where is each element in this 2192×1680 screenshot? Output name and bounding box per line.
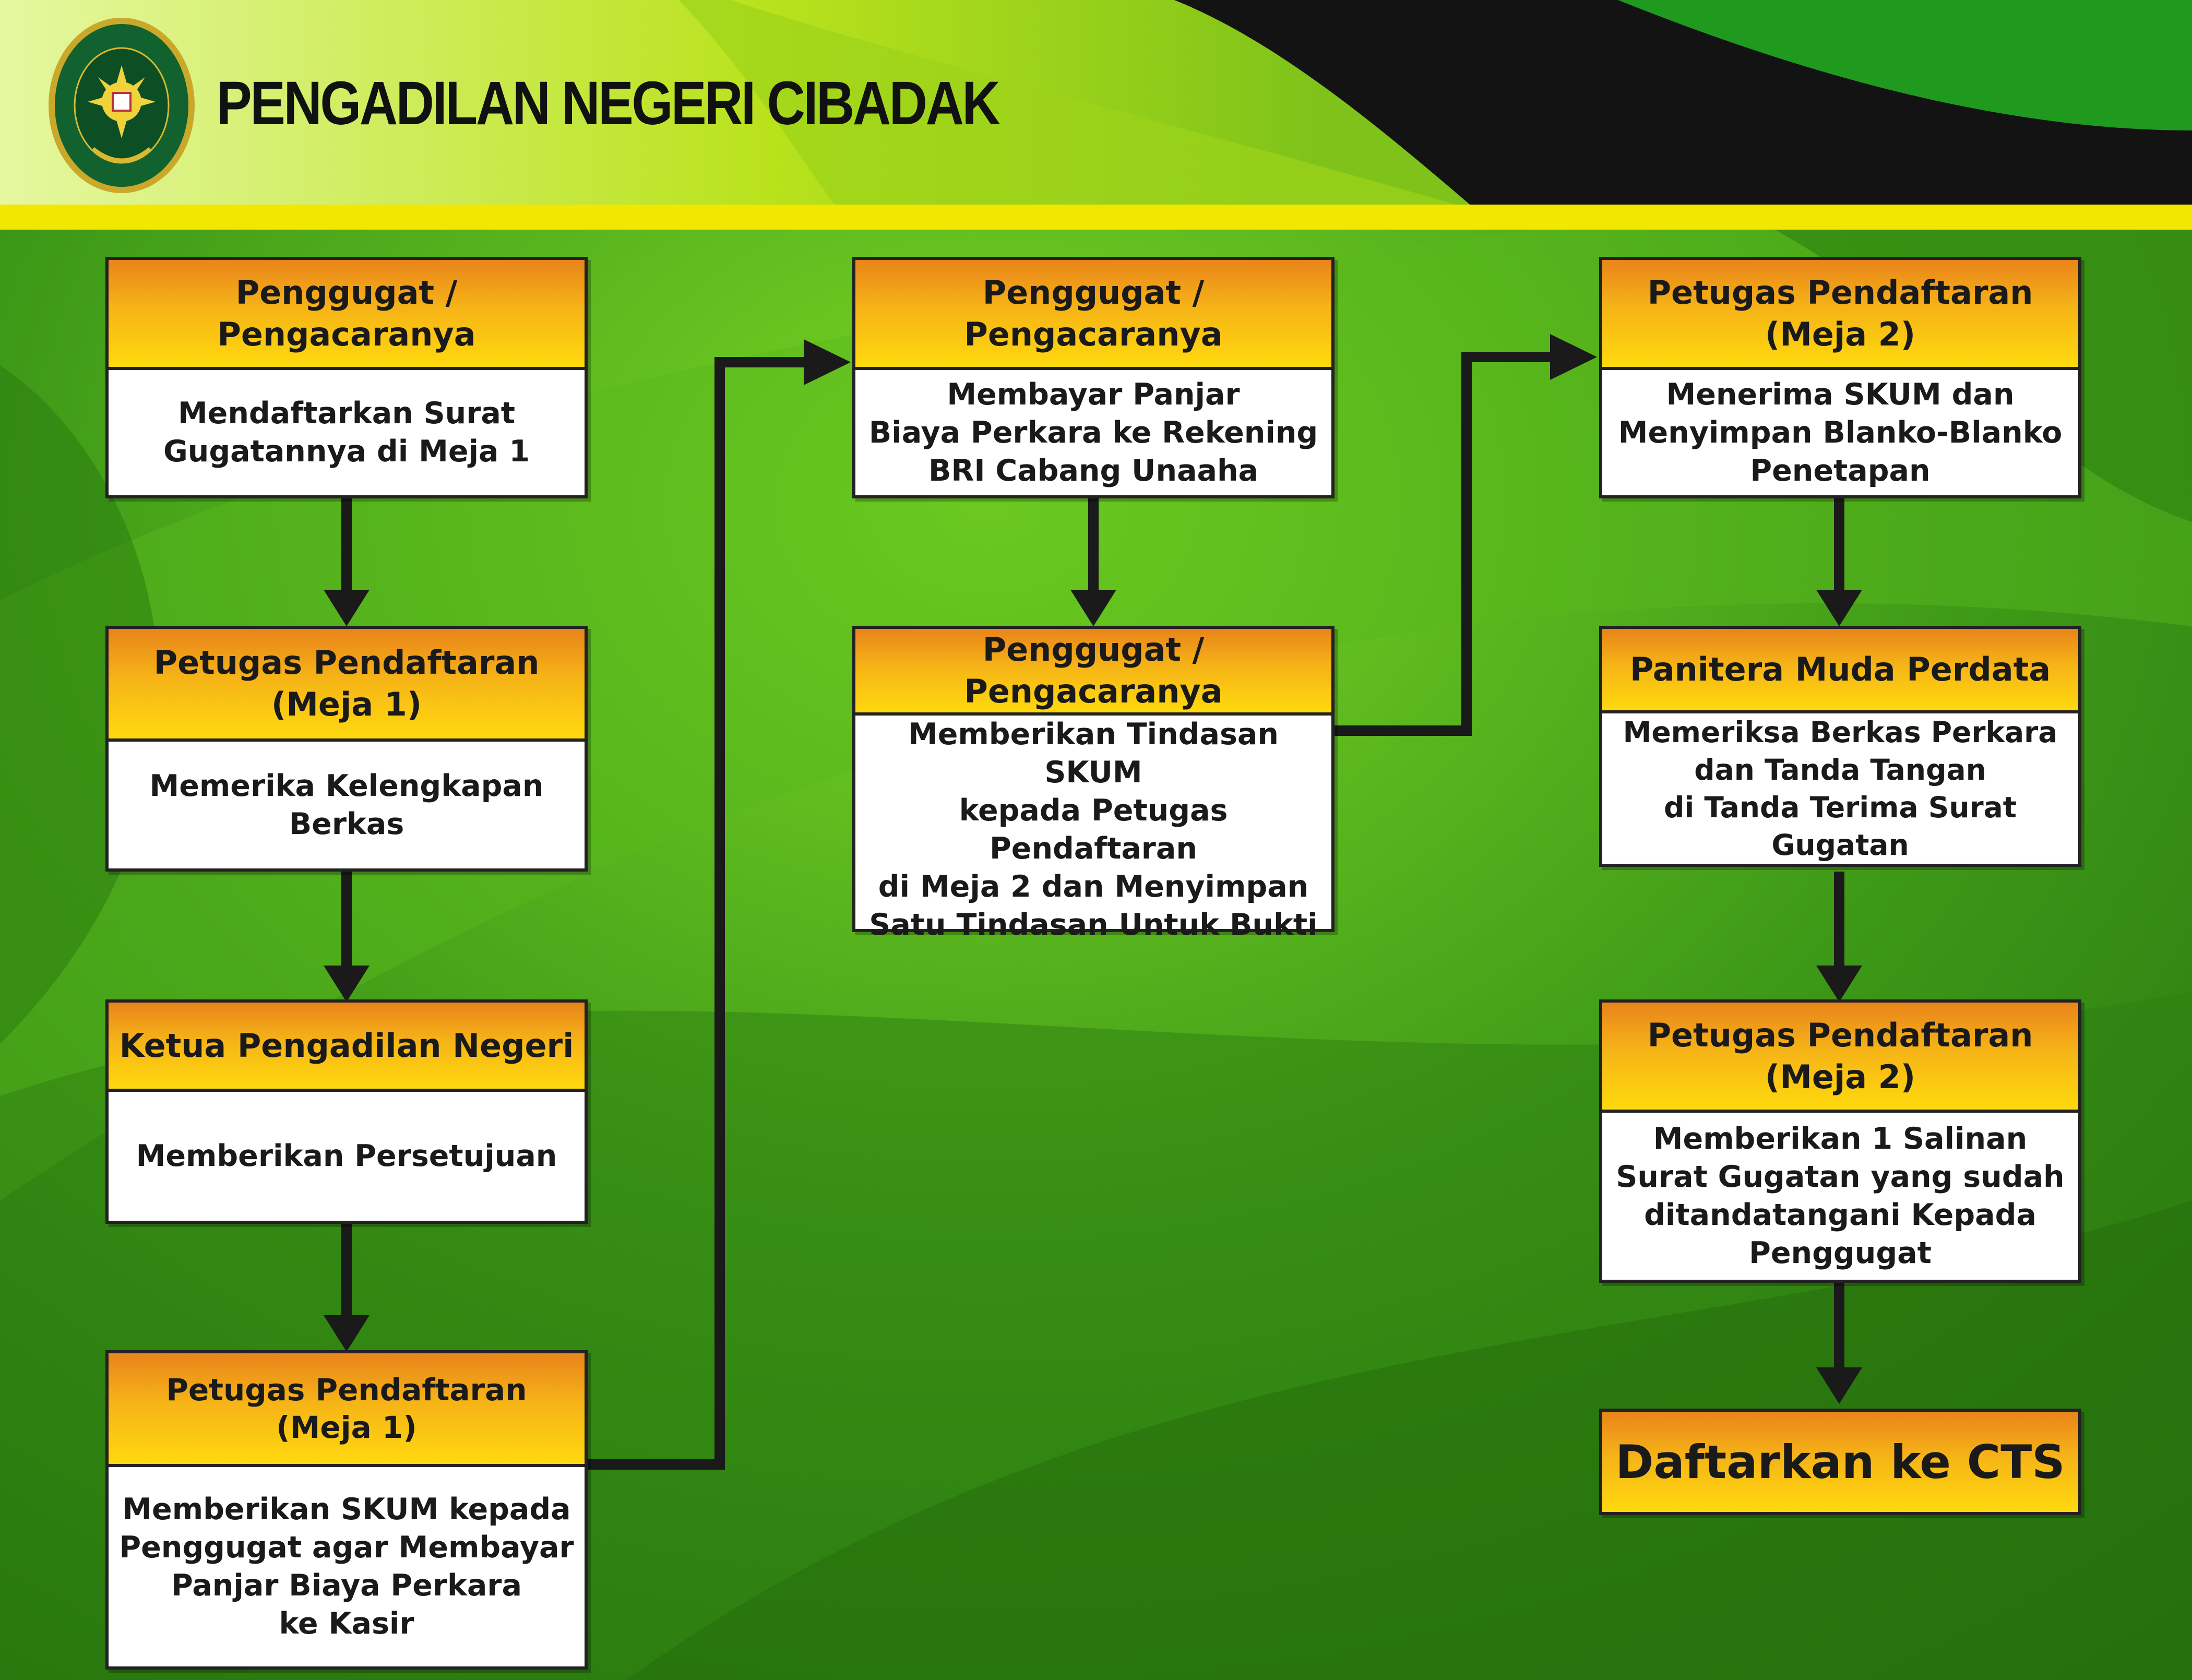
step-4-actor: Petugas Pendaftaran (Meja 1) [109,1353,585,1467]
step-4-box: Petugas Pendaftaran (Meja 1) Memberikan … [105,1350,588,1670]
step-7-action: Menerima SKUM dan Menyimpan Blanko-Blank… [1618,377,2063,488]
step-7-actor: Petugas Pendaftaran (Meja 2) [1602,260,2078,370]
step-7-box: Petugas Pendaftaran (Meja 2) Menerima SK… [1599,257,2081,498]
step-3-action: Memberikan Persetujuan [136,1139,557,1173]
step-1-actor: Penggugat / Pengacaranya [109,260,585,370]
step-2-actor: Petugas Pendaftaran (Meja 1) [109,629,585,742]
final-step-box: Daftarkan ke CTS [1599,1409,2081,1515]
step-3-box: Ketua Pengadilan Negeri Memberikan Perse… [105,999,588,1224]
step-8-box: Panitera Muda Perdata Memeriksa Berkas P… [1599,626,2081,867]
step-2-box: Petugas Pendaftaran (Meja 1) Memerika Ke… [105,626,588,872]
step-5-box: Penggugat / Pengacaranya Membayar Panjar… [852,257,1335,498]
step-8-actor: Panitera Muda Perdata [1602,629,2078,713]
step-6-actor: Penggugat / Pengacaranya [855,629,1331,716]
step-8-action: Memeriksa Berkas Perkara dan Tanda Tanga… [1623,716,2058,862]
step-1-box: Penggugat / Pengacaranya Mendaftarkan Su… [105,257,588,498]
step-3-actor: Ketua Pengadilan Negeri [109,1003,585,1092]
step-2-action: Memerika Kelengkapan Berkas [149,768,544,841]
step-5-action: Membayar Panjar Biaya Perkara ke Rekenin… [868,377,1318,488]
step-5-actor: Penggugat / Pengacaranya [855,260,1331,370]
step-9-actor: Petugas Pendaftaran (Meja 2) [1602,1003,2078,1113]
step-1-action: Mendaftarkan Surat Gugatannya di Meja 1 [163,396,530,469]
header-title: PENGADILAN NEGERI CIBADAK [217,69,1000,138]
court-logo [49,18,195,193]
step-9-box: Petugas Pendaftaran (Meja 2) Memberikan … [1599,999,2081,1283]
step-4-action: Memberikan SKUM kepada Penggugat agar Me… [119,1492,574,1641]
step-6-box: Penggugat / Pengacaranya Memberikan Tind… [852,626,1335,942]
step-9-action: Memberikan 1 Salinan Surat Gugatan yang … [1616,1122,2065,1270]
step-6-action: Memberikan Tindasan SKUM kepada Petugas … [869,717,1318,942]
